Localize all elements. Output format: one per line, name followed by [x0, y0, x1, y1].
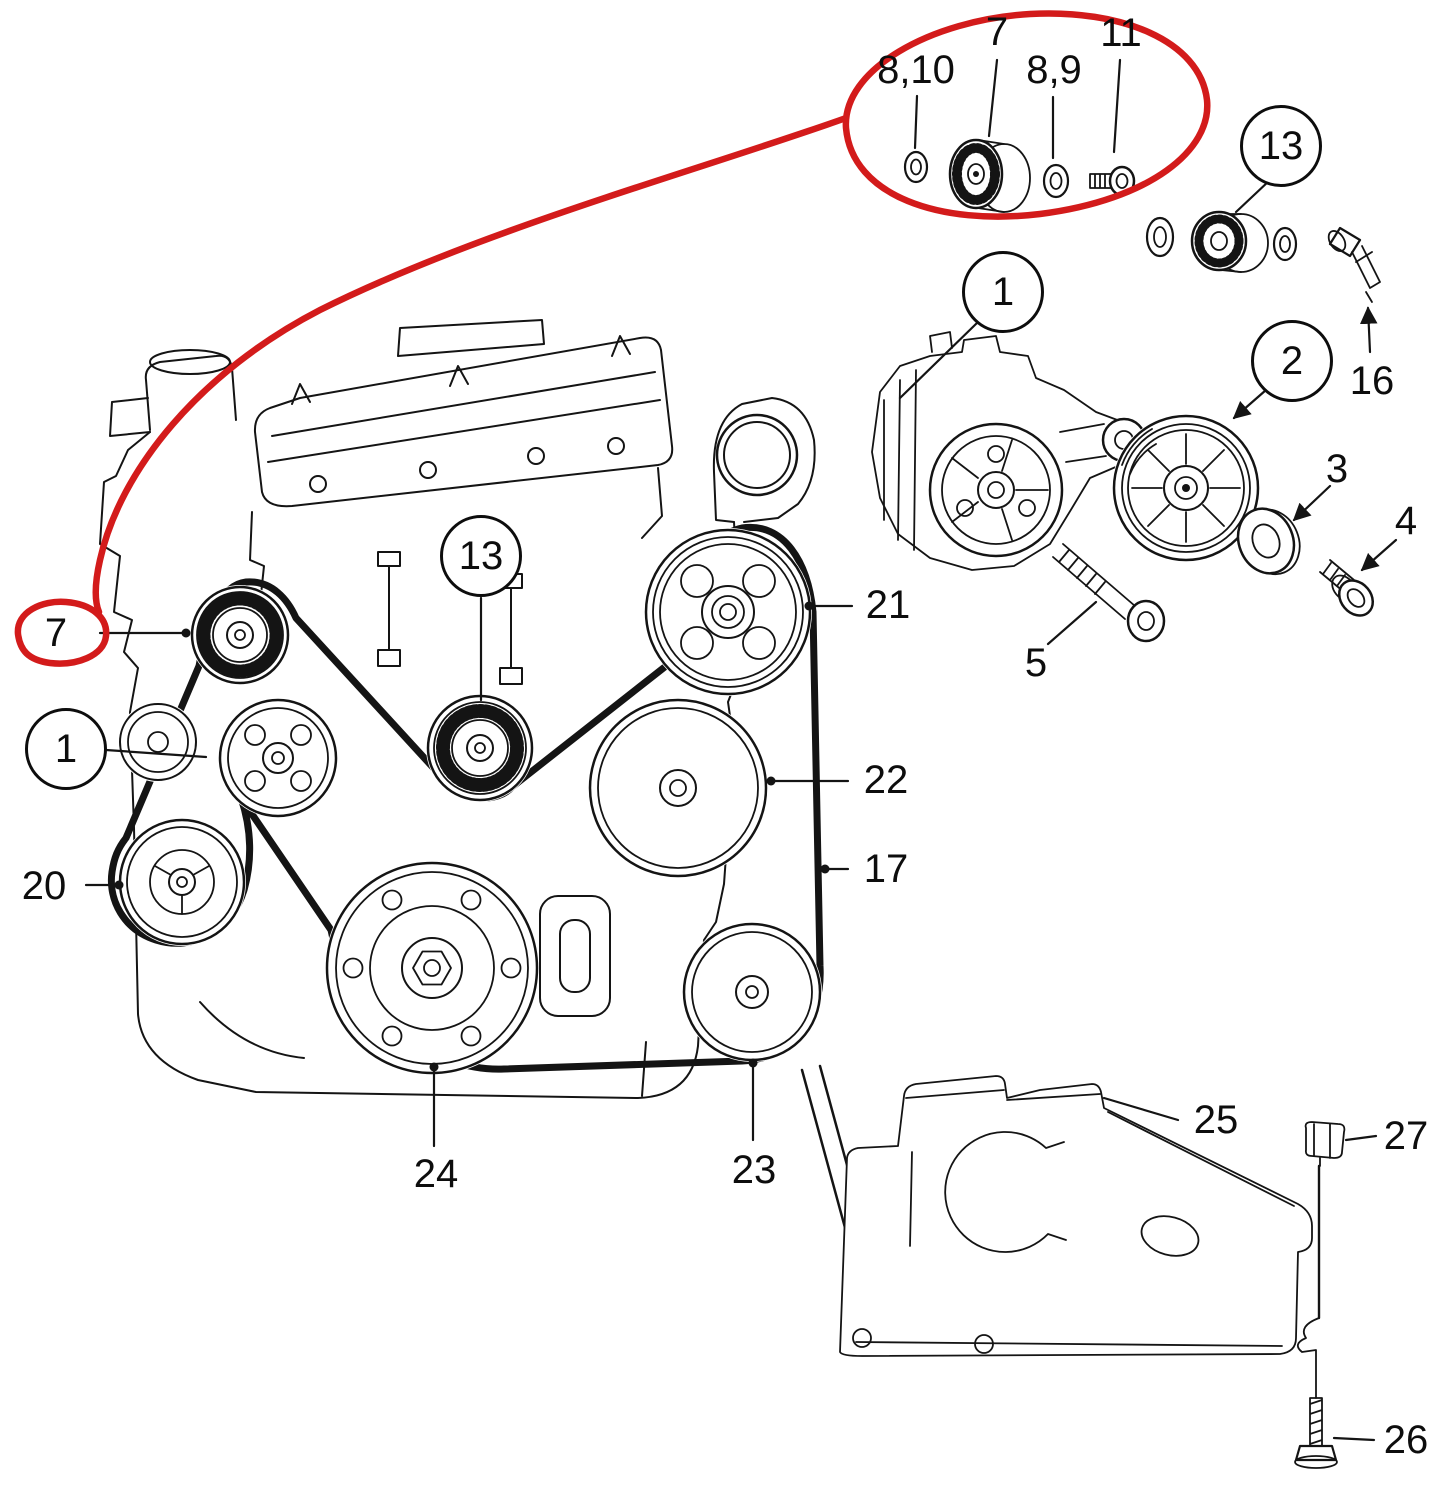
splash-guard-25 [839, 1075, 1313, 1357]
engine-outline [99, 319, 816, 1099]
callout-7-top: 7 [985, 10, 1009, 54]
callout-11: 11 [1100, 11, 1142, 55]
pulley-20 [118, 818, 246, 946]
callout-3: 3 [1325, 447, 1349, 491]
retainer-rod [1296, 1164, 1321, 1399]
bolt-16 [1327, 226, 1381, 303]
callout-2: 2 [1251, 320, 1333, 402]
guide-pulley [218, 698, 338, 818]
washer-8-9 [1042, 163, 1070, 199]
red-circle-left-7 [14, 598, 110, 667]
callout-4: 4 [1394, 499, 1418, 543]
callout-27: 27 [1383, 1114, 1429, 1158]
idler-pulley-23 [682, 922, 822, 1062]
callout-8-10: 8,10 [877, 48, 955, 92]
callout-22: 22 [863, 758, 909, 802]
washer-8-10 [903, 150, 929, 184]
tensioner-pulley-2 [1112, 414, 1260, 562]
callout-20: 20 [21, 864, 67, 908]
bolt-26 [1294, 1397, 1338, 1469]
washer-3 [1236, 507, 1301, 576]
leader-lines [84, 58, 1398, 1442]
tensioner-pulley-13-front [426, 694, 534, 802]
pulley-22 [588, 698, 768, 878]
bolt-4 [1319, 559, 1375, 617]
callout-17: 17 [863, 847, 909, 891]
red-ellipse-top [842, 10, 1211, 220]
callout-21: 21 [865, 583, 911, 627]
clip-27 [1304, 1121, 1346, 1167]
callout-24: 24 [413, 1152, 459, 1196]
red-connector-line [92, 114, 850, 616]
roller-13-group [1145, 210, 1298, 273]
callout-8-9: 8,9 [1026, 48, 1082, 92]
power-steering-pulley-21 [644, 528, 812, 696]
belt-tensioner-assembly [871, 331, 1147, 571]
callout-13-right: 13 [1240, 105, 1322, 187]
crankshaft-pulley-24 [325, 861, 539, 1075]
callout-25: 25 [1193, 1098, 1239, 1142]
callout-23: 23 [731, 1148, 777, 1192]
callout-16: 16 [1349, 359, 1395, 403]
callout-26: 26 [1383, 1418, 1429, 1462]
hidden-pulley [118, 702, 198, 782]
callout-5: 5 [1024, 641, 1048, 685]
callout-1-left: 1 [25, 708, 107, 790]
callout-13-center: 13 [440, 515, 522, 597]
bolt-11 [1089, 165, 1136, 197]
idler-pulley-7-exploded [948, 138, 1031, 213]
red-annotation [14, 10, 1211, 667]
bolt-5 [1052, 543, 1166, 643]
callout-7-left: 7 [44, 611, 68, 655]
callout-1-tensioner: 1 [962, 251, 1044, 333]
idler-pulley-7 [190, 585, 290, 685]
